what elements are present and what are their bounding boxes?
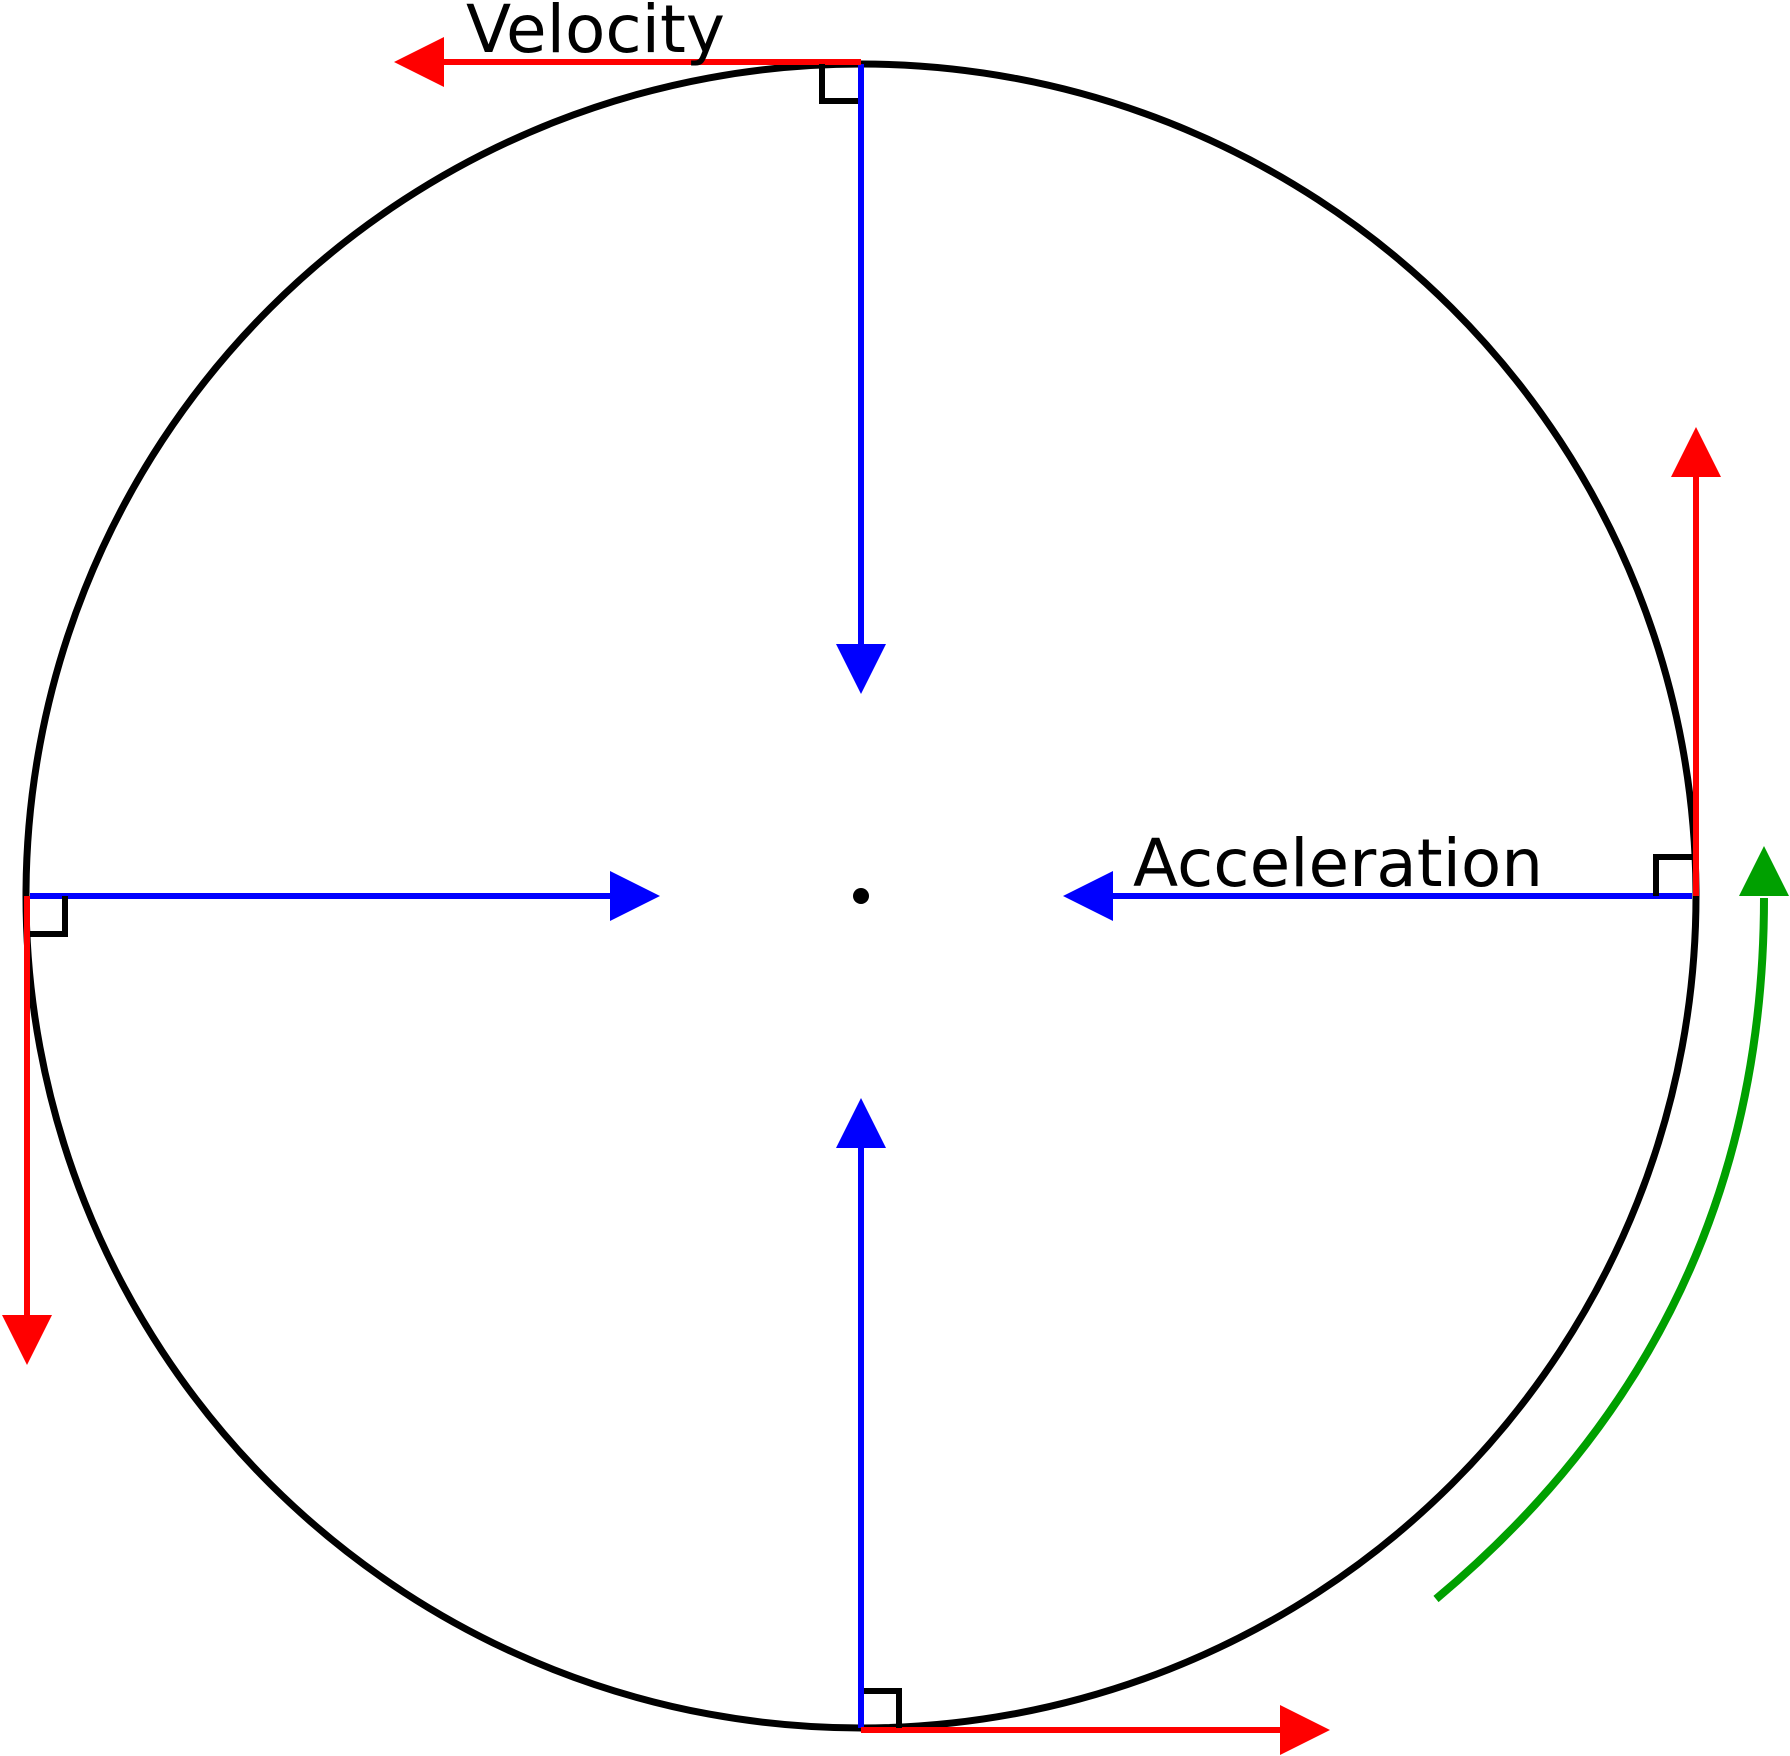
- velocity-vector-right: [1671, 427, 1721, 896]
- right-angle-marker-bottom: [864, 1688, 902, 1728]
- right-angle-marker-left: [30, 896, 68, 937]
- velocity-label: Velocity: [466, 0, 725, 68]
- motion-direction-arrow: [1433, 846, 1789, 1603]
- right-angle-marker-right: [1653, 854, 1692, 896]
- velocity-vector-top: [394, 37, 861, 87]
- acceleration-label: Acceleration: [1133, 825, 1543, 902]
- right-angle-marker-top: [819, 64, 858, 104]
- velocity-vector-left: [2, 896, 52, 1365]
- acceleration-vector-right: [1063, 871, 1692, 921]
- center-point: [853, 888, 869, 904]
- acceleration-vector-left: [30, 871, 660, 921]
- acceleration-vector-top: [836, 64, 886, 694]
- acceleration-vector-bottom: [836, 1098, 886, 1728]
- velocity-vector-bottom: [861, 1705, 1330, 1755]
